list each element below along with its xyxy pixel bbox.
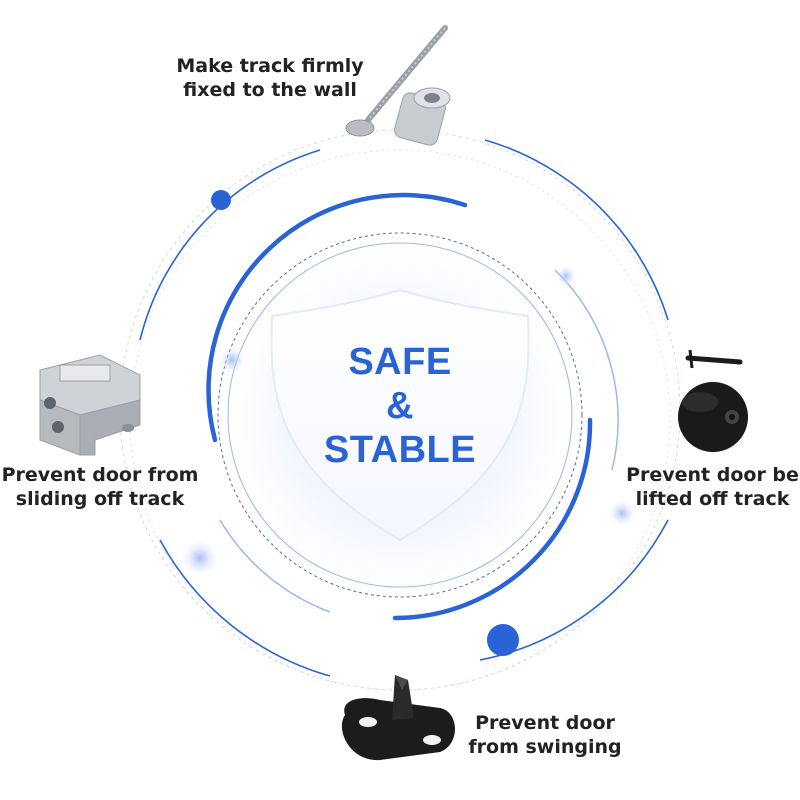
- feature-top-line2: fixed to the wall: [183, 79, 357, 101]
- feature-left-line1: Prevent door from: [1, 464, 199, 486]
- floor-guide-icon: [341, 675, 455, 761]
- feature-right-line2: lifted off track: [635, 488, 790, 510]
- glow-dot: [609, 500, 635, 526]
- feature-label-top: Make track firmly fixed to the wall: [170, 54, 370, 102]
- feature-top-line1: Make track firmly: [176, 55, 364, 77]
- thin-arc-right: [554, 269, 619, 471]
- round-stopper-icon: [678, 349, 748, 452]
- outer-arc-top-right: [484, 139, 669, 321]
- feature-right-line1: Prevent door be: [626, 464, 799, 486]
- feature-label-left: Prevent door from sliding off track: [0, 463, 200, 511]
- feature-bottom-line2: from swinging: [468, 736, 622, 758]
- badge-line-stable: STABLE: [323, 429, 477, 471]
- feature-label-right: Prevent door be lifted off track: [625, 463, 800, 511]
- feature-bottom-line1: Prevent door: [475, 712, 615, 734]
- shield-icon: [270, 288, 530, 542]
- inner-thin-ring: [227, 242, 573, 588]
- inner-dotted-ring: [217, 232, 583, 598]
- feature-left-line2: sliding off track: [15, 488, 185, 510]
- glow-dot: [219, 347, 245, 373]
- shield-text: SAFE & STABLE: [270, 340, 530, 472]
- solid-dot: [211, 190, 231, 210]
- anti-jump-bracket-icon: [39, 354, 141, 456]
- glow-dot: [556, 266, 576, 286]
- outer-arc-top-left: [139, 149, 321, 341]
- thin-arc-bottom-left: [219, 519, 331, 613]
- outer-arc-bottom-left: [159, 539, 331, 677]
- badge-line-safe: SAFE: [348, 341, 452, 383]
- solid-dot: [487, 624, 519, 656]
- screw-and-anchor-icon: [345, 25, 451, 146]
- glow-dot: [182, 540, 218, 576]
- middle-arc-right: [392, 417, 593, 621]
- badge-line-ampersand: &: [386, 385, 414, 427]
- feature-label-bottom: Prevent door from swinging: [465, 711, 625, 759]
- middle-arc-left: [206, 192, 468, 443]
